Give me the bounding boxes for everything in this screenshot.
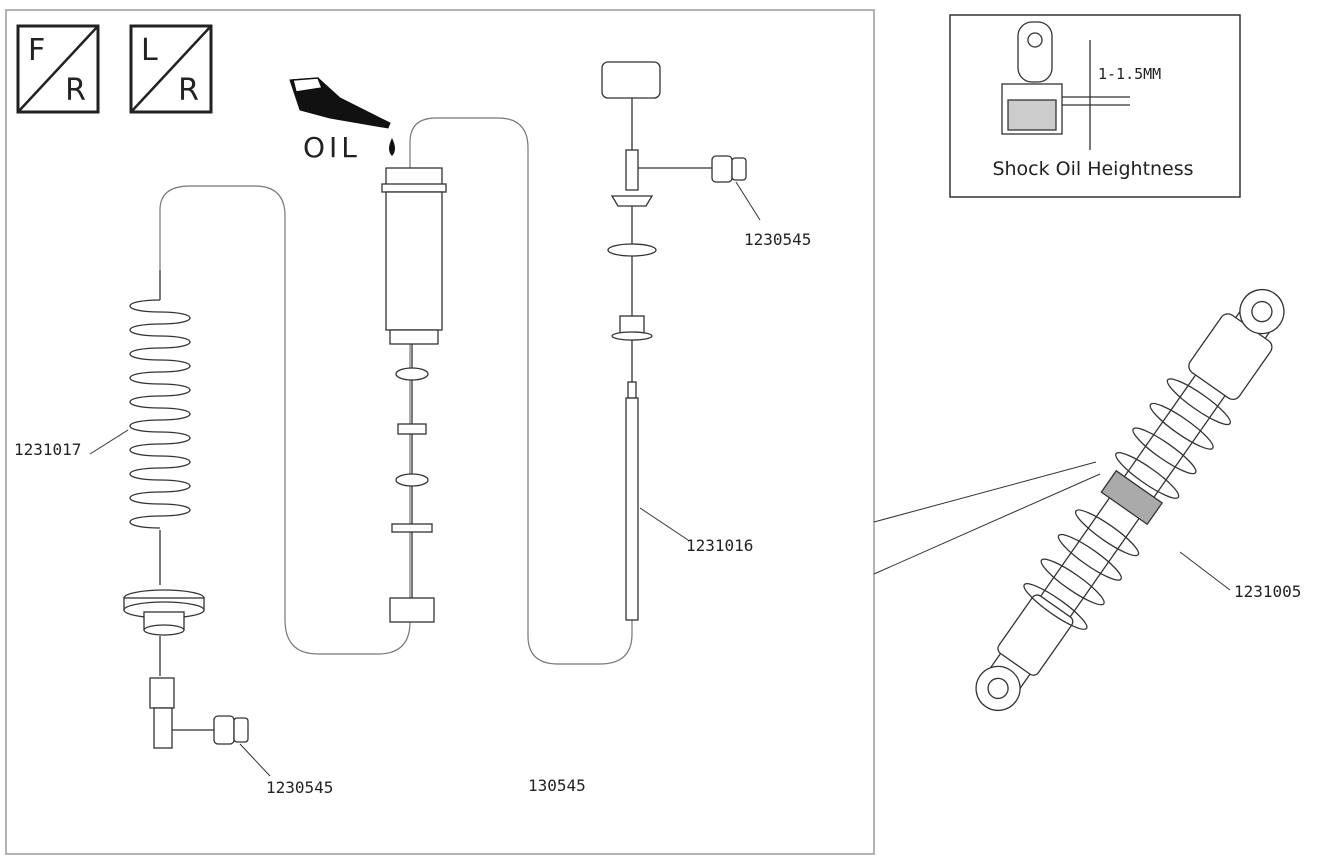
assembly-routing-line <box>159 117 633 665</box>
badge-rear-letter: R <box>65 73 86 108</box>
assembly-part-number: 1231005 <box>1234 582 1302 601</box>
spring-part <box>129 270 191 585</box>
left-right-badge: L R <box>135 30 205 110</box>
oil-height-measurement: 1-1.5MM <box>1098 65 1162 83</box>
shaft-part-number: 1231016 <box>686 536 754 555</box>
badge-front-letter: F <box>28 33 46 68</box>
lower-ball-end-part-number: 1230545 <box>266 778 334 797</box>
main-panel-frame <box>5 9 875 855</box>
oil-height-inset-figure <box>1001 21 1130 150</box>
center-part-number: 130545 <box>528 776 586 795</box>
spring-part-number: 1231017 <box>14 440 82 459</box>
assembled-shock-illustration <box>975 288 1285 712</box>
badge-right-letter: R <box>178 73 199 108</box>
oil-height-caption: Shock Oil Heightness <box>992 158 1194 180</box>
oil-bottle-icon <box>289 77 395 156</box>
front-rear-badge: F R <box>22 30 92 110</box>
front-rear-badge-frame <box>16 24 100 114</box>
left-right-badge-frame <box>129 24 213 114</box>
oil-label: OIL <box>303 131 361 164</box>
oil-height-inset-frame <box>949 14 1241 198</box>
upper-ball-end-part-number: 1230545 <box>744 230 812 249</box>
badge-left-letter: L <box>141 33 158 68</box>
shock-shaft-part <box>601 61 747 621</box>
lower-rod-end-part <box>149 677 249 749</box>
shock-body-part <box>381 167 447 623</box>
spring-cup-part <box>123 589 205 676</box>
